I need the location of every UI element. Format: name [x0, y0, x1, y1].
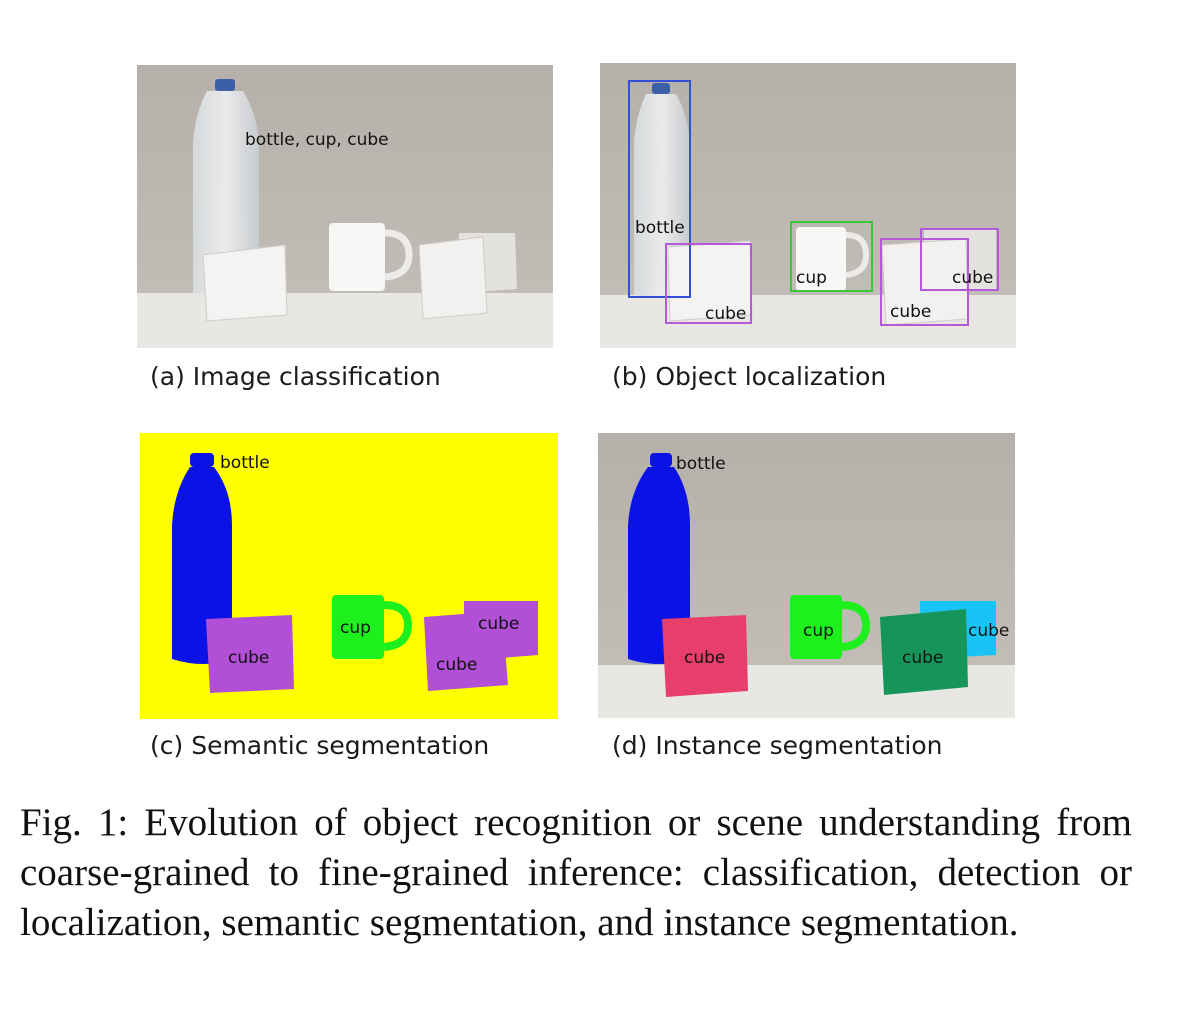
cube-mask [662, 615, 748, 697]
cube-box [920, 228, 999, 291]
cup-label: cup [803, 621, 834, 641]
caption-b: (b) Object localization [612, 362, 887, 391]
cup [796, 227, 846, 291]
panel-a-photo: bottle, cup, cube [137, 65, 553, 348]
cube-mask [424, 611, 508, 691]
panel-b-photo: bottle cube cup cube cube [600, 63, 1016, 348]
cube-box [665, 243, 752, 324]
panel-a-svg: bottle, cup, cube [137, 65, 553, 348]
bottle-label: bottle [676, 454, 726, 474]
caption-d: (d) Instance segmentation [612, 731, 943, 760]
cube-mask [880, 609, 968, 695]
cube-label: cube [705, 304, 746, 324]
panel-c-svg: bottle cup cube cube cube [140, 433, 558, 719]
bottle [193, 91, 259, 297]
caption-a: (a) Image classification [150, 362, 441, 391]
cube-label: cube [228, 648, 269, 668]
panel-d-segmentation: bottle cup cube cube cube [598, 433, 1015, 718]
cube-label: cube [890, 302, 931, 322]
bottle-cap [215, 79, 235, 91]
bottle-mask [628, 467, 690, 664]
panel-b-svg: bottle cube cup cube cube [600, 63, 1016, 348]
bottle-label: bottle [635, 218, 685, 238]
cube [418, 236, 488, 320]
panel-d-svg: bottle cup cube cube cube [598, 433, 1015, 718]
cube-mask [206, 615, 294, 693]
cup-label: cup [796, 268, 827, 288]
cup-box [790, 221, 873, 292]
cube-label: cube [968, 621, 1009, 641]
cup [329, 223, 385, 291]
cube-box [880, 238, 969, 326]
bottle-box [628, 80, 691, 298]
cube-label: cube [436, 655, 477, 675]
cube-label: cube [478, 614, 519, 634]
cube-label: cube [902, 648, 943, 668]
cube-label: cube [952, 268, 993, 288]
cup-label: cup [340, 618, 371, 638]
figure-caption: Fig. 1: Evolution of object recognition … [20, 801, 1132, 944]
cube-label: cube [684, 648, 725, 668]
panel-c-segmentation: bottle cup cube cube cube [140, 433, 558, 719]
cup-mask [790, 595, 842, 659]
cup-mask [332, 595, 384, 659]
caption-c: (c) Semantic segmentation [150, 731, 490, 760]
bottle-mask [172, 467, 232, 664]
bottle-label: bottle [220, 453, 270, 473]
cube [202, 244, 288, 322]
panel-a-label: bottle, cup, cube [245, 130, 389, 150]
